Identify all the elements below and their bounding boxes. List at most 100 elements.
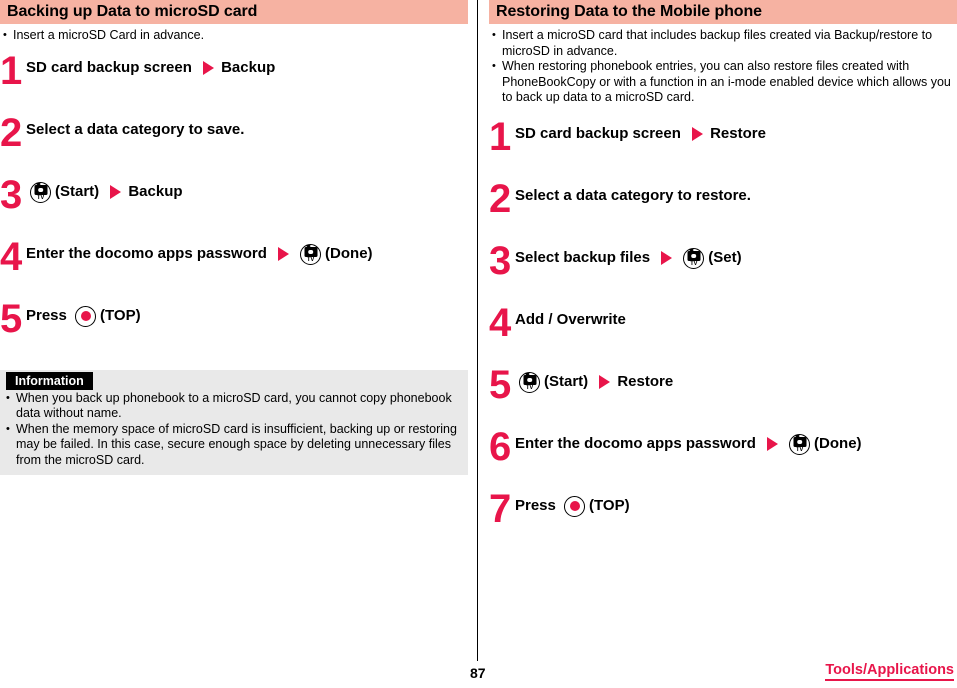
spacer — [244, 120, 248, 140]
step-number: 7 — [489, 486, 511, 531]
spacer — [681, 124, 685, 144]
spacer — [141, 306, 145, 326]
spacer — [673, 372, 677, 392]
step-text: (Start) — [55, 183, 100, 200]
camera-glyph — [34, 183, 47, 195]
spacer — [67, 306, 71, 326]
camera-glyph — [523, 373, 536, 385]
arrow-right-icon — [110, 185, 122, 199]
camera-tv-key-icon: TV — [30, 181, 51, 203]
step-number: 5 — [489, 362, 511, 407]
spacer — [556, 496, 560, 516]
spacer — [192, 58, 196, 78]
step-text: Backup — [221, 58, 276, 76]
step-number: 4 — [0, 234, 22, 279]
arrow-right-icon — [278, 247, 290, 261]
arrow-right-icon — [661, 251, 673, 265]
column-divider — [477, 0, 478, 661]
spacer — [742, 248, 746, 268]
page-number: 87 — [470, 665, 486, 681]
step-text: Add / Overwrite — [515, 310, 626, 328]
camera-glyph — [793, 435, 807, 447]
bullet-dot-icon: • — [6, 391, 10, 404]
spacer — [183, 182, 187, 202]
step-number: 1 — [0, 48, 22, 93]
spacer — [650, 248, 654, 268]
tv-key-label: TV — [795, 447, 804, 453]
step-content: Enter the docomo apps password TV (Done) — [515, 430, 957, 455]
footer-chapter-label: Tools/Applications — [825, 662, 954, 681]
spacer — [862, 434, 866, 454]
step-content: Select a data category to save. — [26, 116, 468, 140]
spacer — [626, 310, 630, 330]
page-footer: 87 Tools/Applications — [0, 658, 957, 682]
camera-glyph — [304, 245, 318, 257]
arrow-right-icon — [203, 60, 215, 75]
right-intro-bullets: •Insert a microSD card that includes bac… — [489, 24, 957, 106]
spacer — [630, 496, 634, 516]
step-number: 1 — [489, 114, 511, 159]
step-content: SD card backup screen Restore — [515, 120, 957, 144]
step-content: TV(Start) Backup — [26, 178, 468, 203]
step-text: (Done) — [814, 435, 862, 452]
step-number: 3 — [489, 238, 511, 283]
bullet-item: •When you back up phonebook to a microSD… — [6, 391, 460, 422]
information-bullets: •When you back up phonebook to a microSD… — [6, 391, 460, 469]
step-text: Restore — [710, 124, 766, 142]
tv-key-label: TV — [306, 257, 315, 263]
step-text: Enter the docomo apps password — [26, 245, 267, 262]
spacer — [267, 244, 271, 264]
step-text: SD card backup screen — [515, 124, 681, 142]
left-column: Backing up Data to microSD card •Insert … — [0, 0, 468, 475]
step-content: Select backup files TV (Set) — [515, 244, 957, 269]
camera-tv-key-icon: TV — [789, 433, 811, 455]
center-top-key-icon — [564, 495, 586, 517]
right-section-title: Restoring Data to the Mobile phone — [496, 3, 762, 20]
bullet-dot-icon: • — [6, 422, 10, 435]
step-text: (Set) — [708, 249, 742, 266]
camera-tv-key-icon: TV — [519, 371, 540, 393]
tv-key-label: TV — [690, 261, 698, 267]
information-label: Information — [6, 371, 93, 390]
step-number: 2 — [489, 176, 511, 221]
information-box: Information •When you back up phonebook … — [0, 369, 468, 475]
spacer — [766, 124, 770, 144]
bullet-item: •When the memory space of microSD card i… — [6, 422, 460, 469]
step-text: Restore — [617, 373, 674, 390]
left-section-title: Backing up Data to microSD card — [7, 3, 258, 20]
step-text: Select a data category to save. — [26, 120, 245, 138]
step-content: Enter the docomo apps password TV(Done) — [26, 240, 468, 265]
step-content: Add / Overwrite — [515, 306, 957, 330]
arrow-right-icon — [767, 437, 779, 451]
step-text: Enter the docomo apps password — [515, 435, 756, 452]
arrow-right-icon — [692, 126, 704, 141]
camera-tv-key-icon: TV — [300, 243, 322, 265]
camera-tv-key-icon: TV — [683, 247, 705, 269]
step-content: Select a data category to restore. — [515, 182, 957, 206]
bullet-dot-icon: • — [3, 29, 7, 41]
step-content: SD card backup screen Backup — [26, 54, 468, 78]
bullet-text: When restoring phonebook entries, you ca… — [502, 59, 951, 104]
step-text: Select backup files — [515, 249, 651, 266]
step-text: Press — [515, 497, 556, 514]
step-text: (TOP) — [100, 307, 141, 324]
spacer — [751, 186, 755, 206]
tv-key-label: TV — [525, 385, 534, 391]
step-text: Press — [26, 307, 67, 324]
spacer — [756, 434, 760, 454]
bullet-text: Insert a microSD card that includes back… — [502, 28, 933, 58]
step-number: 5 — [0, 296, 22, 341]
step-text: Select a data category to restore. — [515, 186, 751, 204]
step-text: Backup — [128, 183, 183, 200]
